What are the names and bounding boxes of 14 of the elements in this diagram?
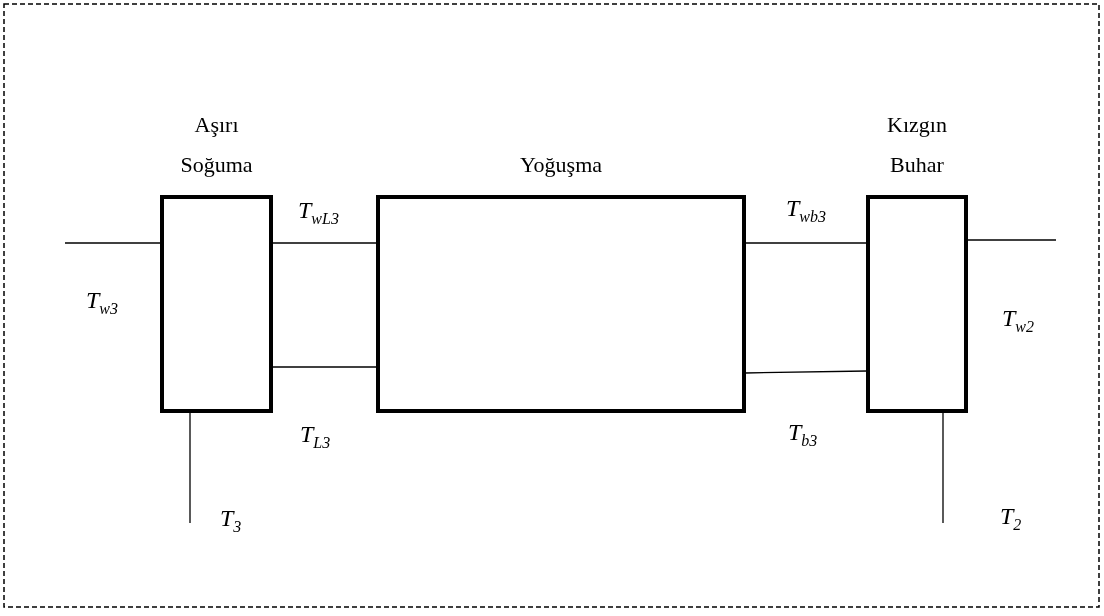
edge-label: T$_{w3}$ [86,288,119,317]
edge-label: T$_{L3}$ [300,422,331,451]
edge-label: T$_{wb3}$ [786,196,827,225]
edge-label: T$_{3}$ [220,506,242,535]
edge-label: T$_{b3}$ [788,420,818,449]
box-heading: Yoğuşma [518,151,604,179]
connector-line [942,411,944,524]
edge-label: T$_{wL3}$ [298,198,339,227]
edge-label: T$_{2}$ [1000,504,1022,533]
connector-line [189,411,191,524]
edge-label: T$_{w2}$ [1002,306,1035,335]
box-heading: Aşırı Soğuma [179,111,254,179]
connector-line [64,242,162,244]
box-heading: Kızgın Buhar [886,111,948,179]
